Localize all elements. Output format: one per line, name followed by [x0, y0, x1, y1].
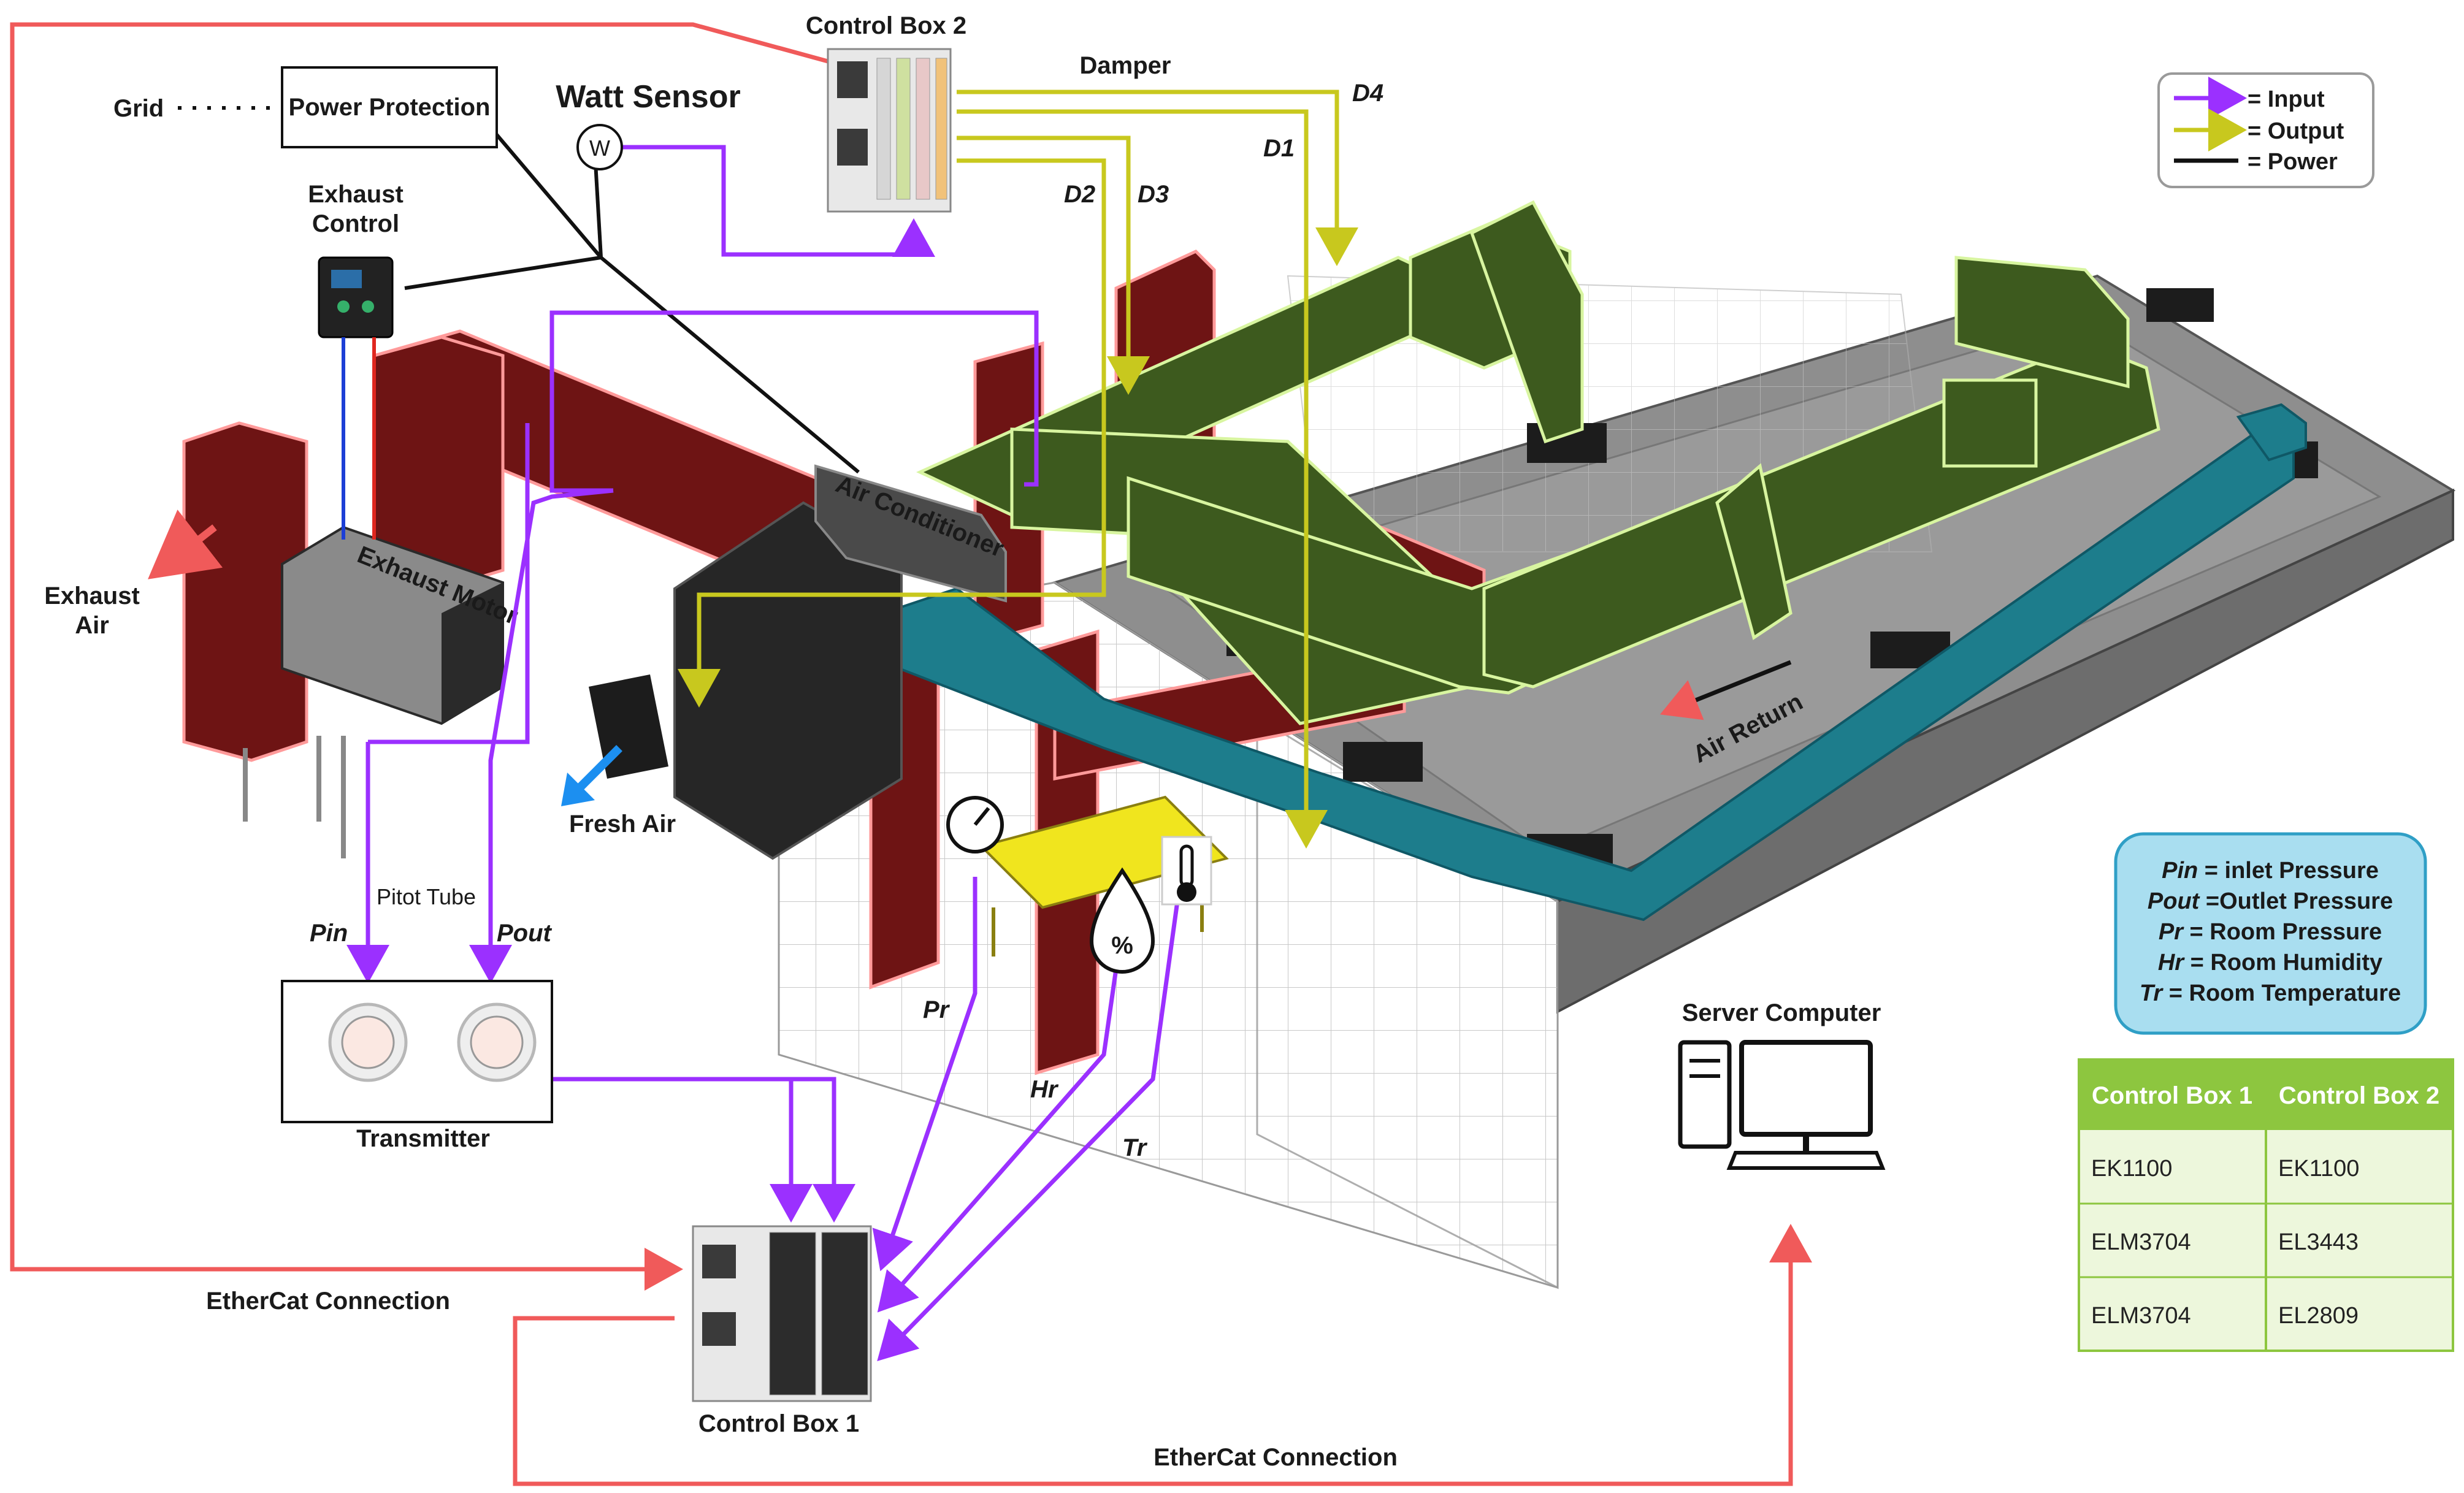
- control-box-1-label: Control Box 1: [698, 1410, 859, 1437]
- d1-label: D1: [1263, 135, 1295, 162]
- d4-label: D4: [1352, 80, 1383, 107]
- legend: = Input = Output = Power: [2157, 72, 2374, 188]
- control-box-2: [827, 48, 952, 213]
- d2-label: D2: [1064, 181, 1095, 208]
- table-header-box2: Control Box 2: [2279, 1082, 2439, 1109]
- fresh-air-label: Fresh Air: [569, 811, 676, 838]
- ethercat-bottom-label: EtherCat Connection: [1154, 1444, 1398, 1471]
- key-row-hr: Hr = Room Humidity: [2158, 950, 2382, 976]
- legend-input: = Input: [2248, 86, 2325, 112]
- humidity-symbol: %: [1111, 932, 1133, 959]
- exhaust-control-label-1: Exhaust: [308, 181, 404, 208]
- server-computer-label: Server Computer: [1682, 999, 1881, 1026]
- key-row-pr: Pr = Room Pressure: [2159, 919, 2382, 945]
- exhaust-air-label-2: Air: [75, 612, 109, 639]
- control-box-2-label: Control Box 2: [806, 12, 966, 39]
- table-cell: EL2809: [2278, 1303, 2359, 1329]
- d3-label: D3: [1138, 181, 1169, 208]
- fresh-air-arrowhead: [561, 773, 595, 806]
- pr-label: Pr: [923, 996, 951, 1023]
- pitot-tube-label: Pitot Tube: [377, 884, 476, 909]
- key-row-pout: Pout =Outlet Pressure: [2148, 888, 2393, 914]
- fresh-air-arrow: [573, 745, 622, 794]
- key-row-tr: Tr = Room Temperature: [2140, 980, 2401, 1006]
- server-computer-icon: [1678, 1040, 1886, 1170]
- return-duct: [882, 403, 2307, 922]
- exhaust-air-arrow: [148, 510, 223, 579]
- exhaust-air-label-1: Exhaust: [44, 582, 140, 609]
- ethercat-lines: [10, 22, 1812, 1486]
- table-cell: EK1100: [2091, 1156, 2172, 1182]
- pin-label: Pin: [310, 920, 348, 947]
- grid-label: Grid: [113, 95, 164, 122]
- legend-power: = Power: [2248, 149, 2338, 175]
- module-table: Control Box 1 Control Box 2 EK1100 EK110…: [2078, 1058, 2454, 1352]
- abbreviation-key: Pin = inlet Pressure Pout =Outlet Pressu…: [2114, 832, 2427, 1035]
- control-box-1: [692, 1225, 872, 1402]
- power-lines: [404, 131, 860, 474]
- watt-sensor-label: Watt Sensor: [556, 79, 740, 115]
- key-row-pin: Pin = inlet Pressure: [2162, 858, 2379, 884]
- watt-sensor-symbol: W: [589, 136, 610, 161]
- transmitter-label: Transmitter: [356, 1125, 490, 1152]
- power-protection-box: [281, 66, 498, 148]
- damper-output-lines: [678, 90, 1358, 849]
- watt-sensor: [576, 124, 623, 170]
- air-return-arrow: [1660, 660, 1792, 720]
- power-protection-label: Power Protection: [289, 94, 491, 121]
- table-cell: EK1100: [2278, 1156, 2359, 1182]
- thermometer-icon: [1161, 836, 1212, 906]
- legend-output: = Output: [2248, 118, 2344, 144]
- exhaust-control-label-2: Control: [312, 210, 399, 237]
- pressure-gauge-icon: [946, 796, 1004, 853]
- exhaust-motor: Exhaust Motor: [243, 525, 522, 858]
- supply-ducts: [916, 200, 2160, 725]
- table-cell: EL3443: [2278, 1229, 2359, 1255]
- ethercat-left-label: EtherCat Connection: [206, 1288, 450, 1315]
- hr-label: Hr: [1030, 1076, 1059, 1103]
- table-cell: ELM3704: [2091, 1303, 2191, 1329]
- exhaust-control-inverter: [318, 256, 394, 338]
- table-header-box1: Control Box 1: [2092, 1082, 2252, 1109]
- pout-label: Pout: [497, 920, 553, 947]
- tr-label: Tr: [1122, 1134, 1148, 1161]
- damper-label: Damper: [1080, 52, 1171, 79]
- table-cell: ELM3704: [2091, 1229, 2191, 1255]
- humidity-icon: %: [1089, 867, 1155, 974]
